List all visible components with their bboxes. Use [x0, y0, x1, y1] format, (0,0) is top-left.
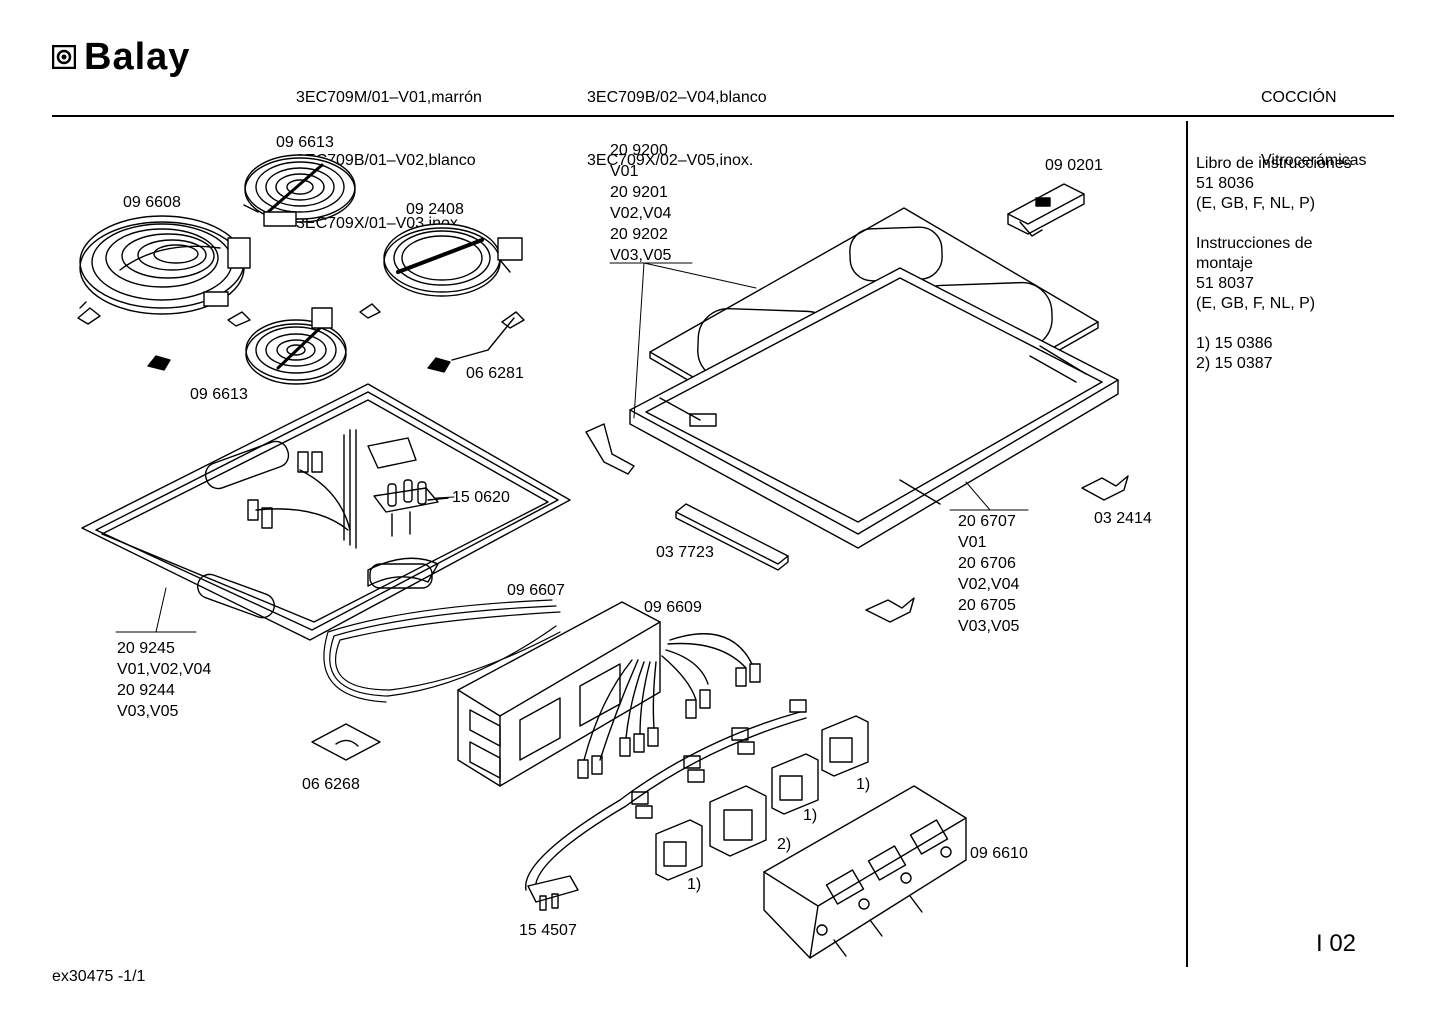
frame-bracket: [586, 424, 634, 474]
models-column-2: 3EC709B/02–V04,blanco 3EC709X/02–V05,ino…: [587, 45, 767, 192]
base-tray: [82, 384, 570, 640]
balay-logo-icon: [52, 45, 76, 69]
mounting-line: Instrucciones de: [1196, 235, 1313, 252]
footnote-ref: 1): [687, 876, 702, 893]
part-label: 15 4507: [519, 922, 577, 939]
part-label: 09 6613: [276, 134, 334, 151]
manual-line: Libro de instrucciones: [1196, 155, 1352, 172]
footnote-line: 1) 15 0386: [1196, 335, 1273, 352]
mounting-info: Instrucciones de montaje 51 8037 (E, GB,…: [1196, 234, 1391, 314]
heating-element-096608: [80, 216, 250, 314]
wire-harness: [578, 634, 760, 778]
category-block: COCCIÓN Vitrocerámicas: [1261, 45, 1367, 192]
footnotes: 1) 15 0386 2) 15 0387: [1196, 334, 1391, 374]
heating-element-096613-top: [244, 155, 355, 226]
sidebar-divider: [1186, 121, 1188, 967]
part-label: 06 6268: [302, 776, 360, 793]
footnote-ref: 1): [803, 807, 818, 824]
footnote-line: 2) 15 0387: [1196, 355, 1273, 372]
leader-lines: [116, 263, 1028, 632]
part-label: 20 6707 V01 20 6706 V02,V04 20 6705 V03,…: [958, 513, 1020, 635]
model-line: 3EC709B/01–V02,blanco: [296, 152, 476, 169]
header-divider: [52, 115, 1394, 117]
part-label: 15 0620: [452, 489, 510, 506]
footnote-ref: 2): [777, 836, 792, 853]
model-line: 3EC709M/01–V01,marrón: [296, 89, 482, 106]
model-line: 3EC709X/02–V05,inox.: [587, 152, 754, 169]
manual-line: (E, GB, F, NL, P): [1196, 195, 1316, 212]
subcategory: Vitrocerámicas: [1261, 152, 1367, 169]
energy-regulators: [656, 716, 868, 880]
heating-element-092408: [384, 224, 522, 296]
manual-info: Libro de instrucciones 51 8036 (E, GB, F…: [1196, 154, 1391, 214]
part-label: 06 6281: [466, 365, 524, 382]
mounting-line: 51 8037: [1196, 275, 1254, 292]
part-label: 09 6607: [507, 582, 565, 599]
heating-element-096613-lower: [246, 308, 346, 384]
brand-name: Balay: [84, 36, 191, 78]
model-line: 3EC709B/02–V04,blanco: [587, 89, 767, 106]
strip-037723: [676, 504, 788, 570]
part-label: 03 2414: [1094, 510, 1152, 527]
category: COCCIÓN: [1261, 89, 1337, 106]
part-label: 03 7723: [656, 544, 714, 561]
control-panel: [764, 786, 966, 958]
control-housing: [324, 600, 660, 786]
cooktop-frame: [630, 268, 1118, 548]
sidebar-notes: Libro de instrucciones 51 8036 (E, GB, F…: [1196, 154, 1391, 394]
bracket-066268: [312, 724, 380, 760]
clip-032414: [1082, 476, 1128, 500]
part-label: 20 9245 V01,V02,V04 20 9244 V03,V05: [117, 640, 212, 720]
brand-logo: Balay: [52, 38, 190, 76]
clamp-090201: [1008, 184, 1084, 236]
mounting-line: montaje: [1196, 255, 1253, 272]
footnote-ref: 1): [856, 776, 871, 793]
part-label: 09 0201: [1045, 157, 1103, 174]
part-label: 09 6610: [970, 845, 1028, 862]
part-label: 20 9200 V01 20 9201 V02,V04 20 9202 V03,…: [610, 142, 672, 264]
part-label: 09 6613: [190, 386, 248, 403]
lower-cable: [526, 700, 806, 910]
part-label: 09 6609: [644, 599, 702, 616]
clip-frame-bottom: [866, 598, 914, 622]
retaining-clips: [78, 302, 524, 372]
part-label: 09 2408: [406, 201, 464, 218]
page-number: I 02: [1316, 930, 1357, 957]
mounting-line: (E, GB, F, NL, P): [1196, 295, 1316, 312]
manual-line: 51 8036: [1196, 175, 1254, 192]
part-label: 09 6608: [123, 194, 181, 211]
document-code: ex30475 -1/1: [52, 968, 146, 985]
